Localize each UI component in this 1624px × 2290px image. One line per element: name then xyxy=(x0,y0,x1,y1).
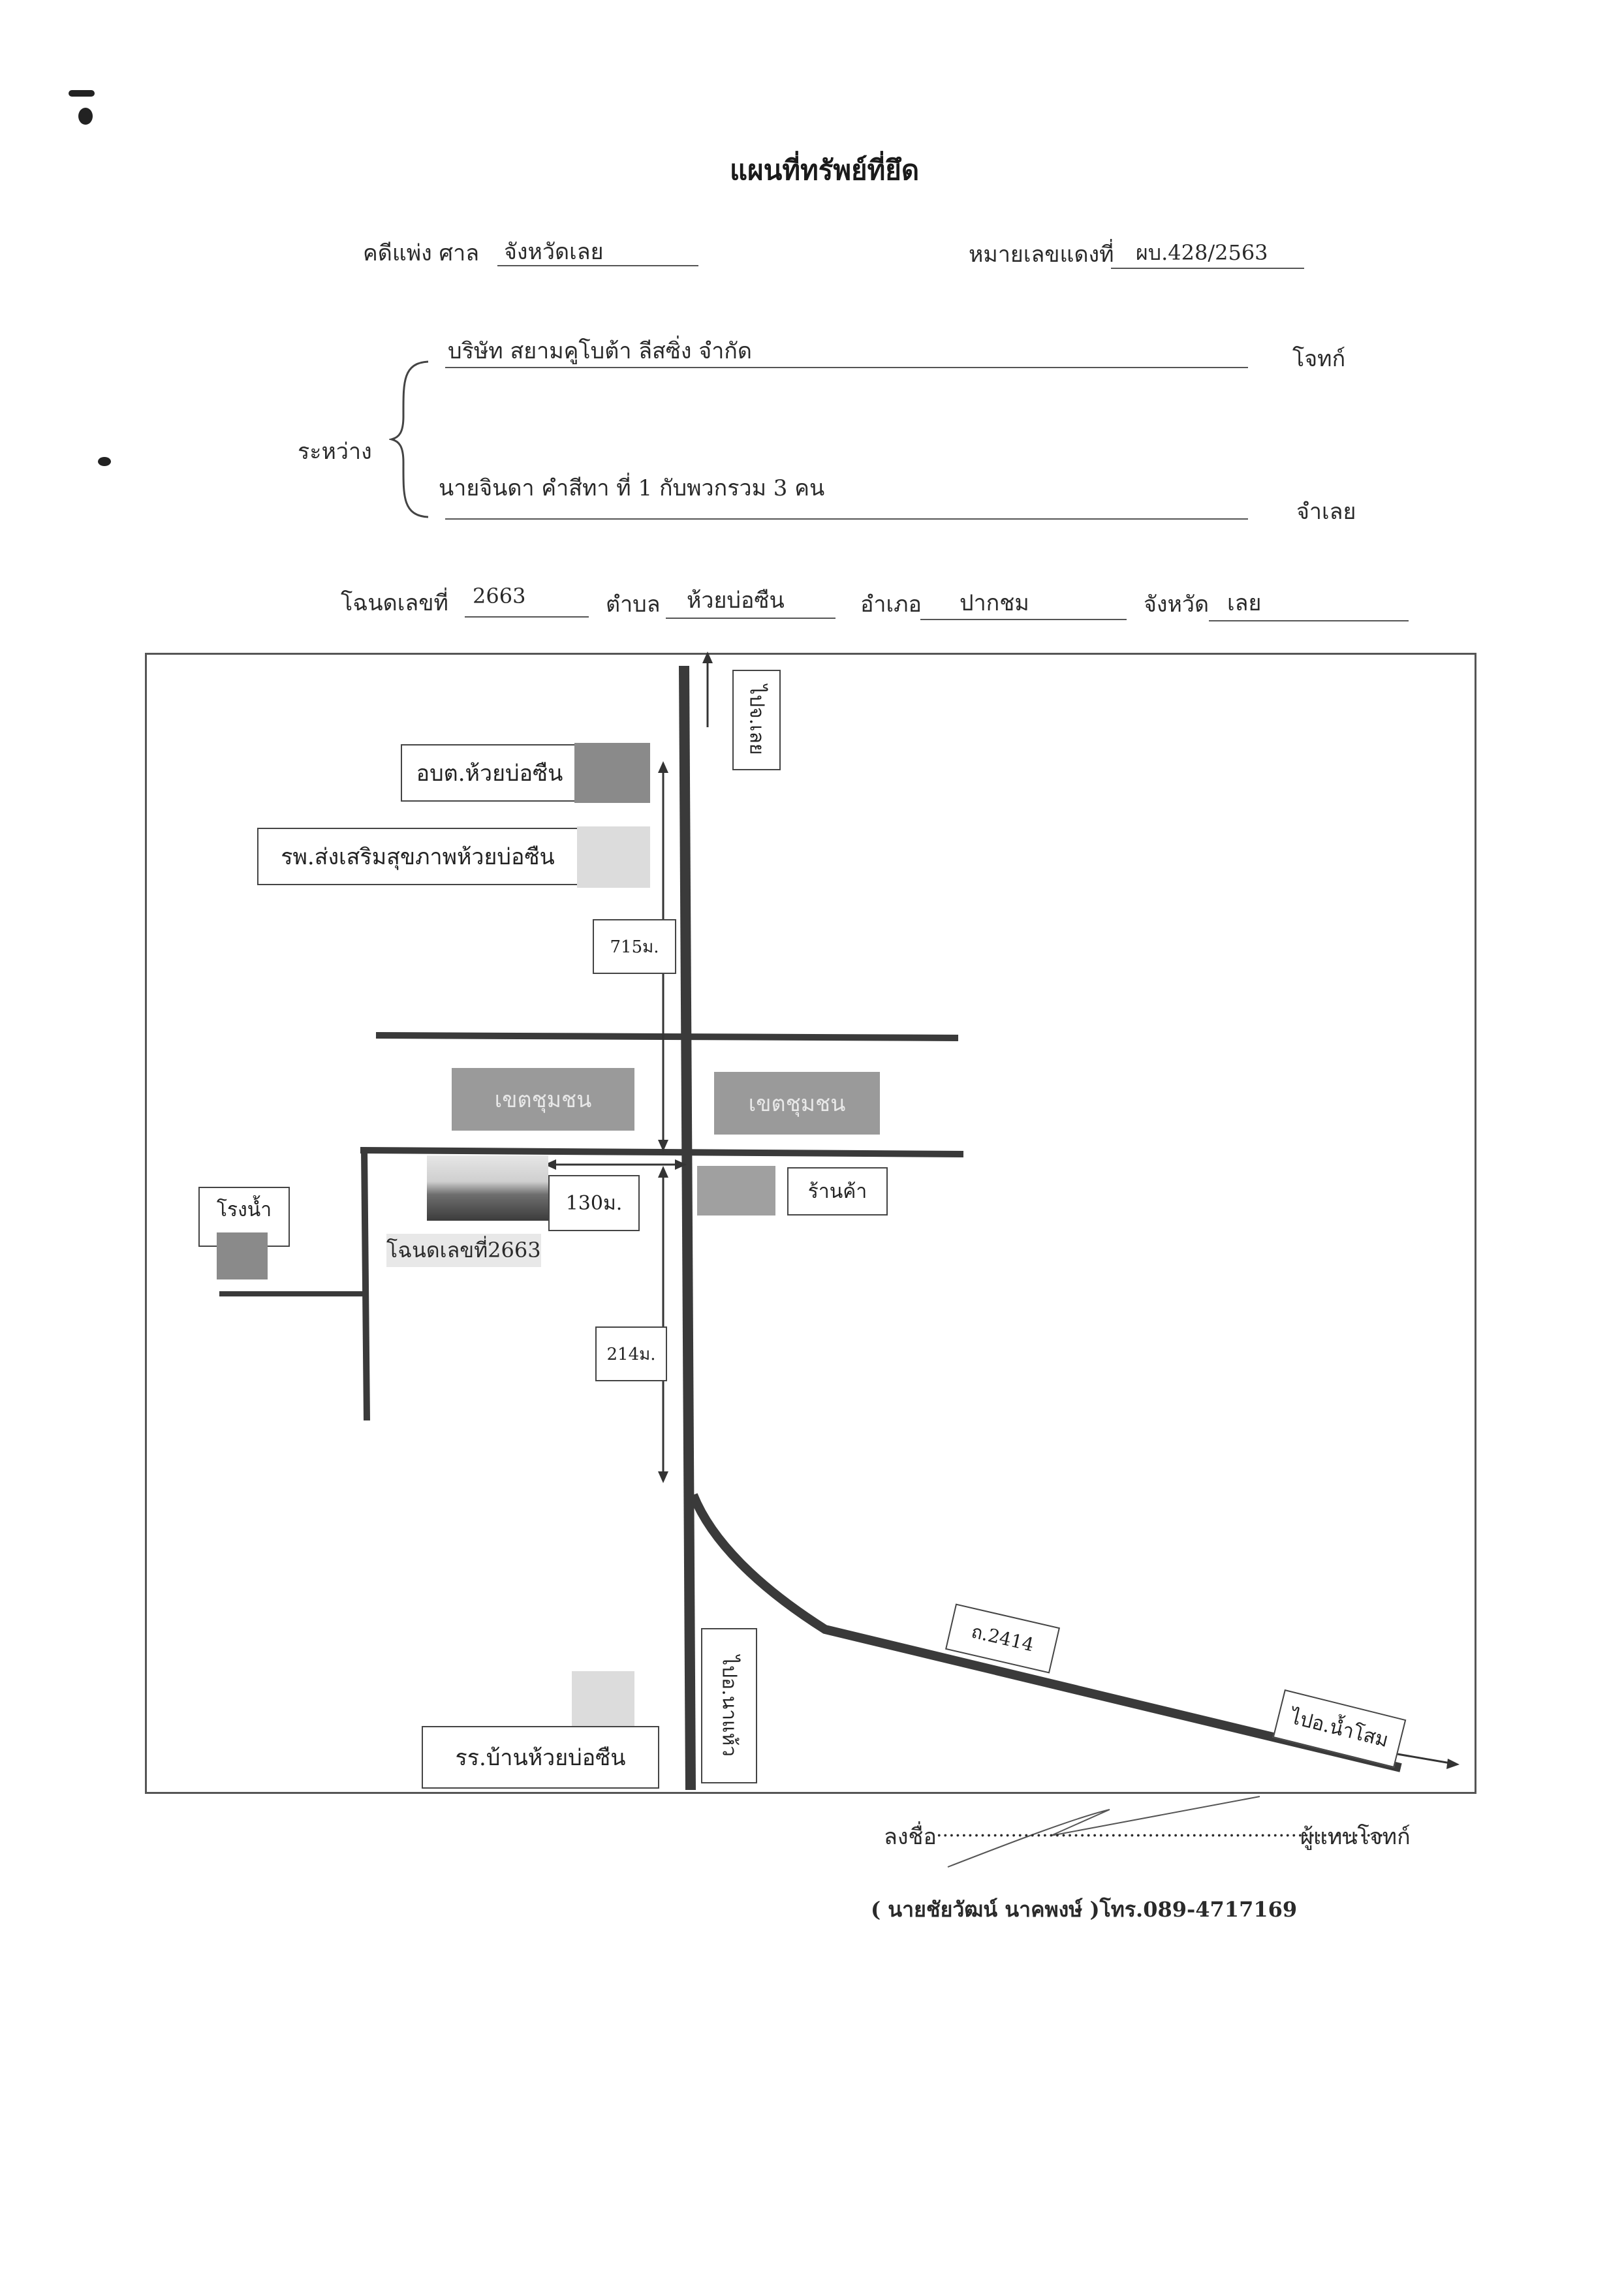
arrow-head-up-icon xyxy=(702,651,713,663)
map-frame xyxy=(145,653,1476,1794)
main-road xyxy=(679,665,696,1791)
subdistrict-label: ตำบล xyxy=(606,591,661,618)
arrow-head-down-icon xyxy=(658,1140,668,1152)
left-vertical-road xyxy=(361,1148,370,1421)
signature-scribble xyxy=(947,1796,1260,1868)
label-to-na-haeo: ไปอ.นาแห้ว xyxy=(701,1628,757,1783)
community-zone-left: เขตชุมชน xyxy=(452,1068,634,1131)
upper-cross-road xyxy=(375,1032,959,1041)
label-sao-office: อบต.ห้วยบ่อซืน xyxy=(401,744,578,802)
sao-office-block xyxy=(574,743,650,803)
label-dist-214: 214ม. xyxy=(595,1326,667,1381)
defendant-underline xyxy=(445,518,1248,520)
rice-mill-block xyxy=(217,1232,268,1279)
scan-mark xyxy=(69,90,95,97)
deed-parcel-photo xyxy=(427,1155,548,1221)
court-underline xyxy=(497,265,698,266)
label-dist-715: 715ม. xyxy=(593,919,676,974)
plaintiff-name: บริษัท สยามคูโบต้า ลีสซิ่ง จำกัด xyxy=(448,338,752,364)
district-label: อำเภอ xyxy=(860,591,922,618)
district: ปากชม xyxy=(960,590,1029,616)
community-zone-right: เขตชุมชน xyxy=(714,1072,880,1135)
subdistrict-underline xyxy=(666,618,835,619)
plaintiff-underline xyxy=(445,367,1248,368)
label-shop: ร้านค้า xyxy=(787,1167,888,1216)
red-number-label: หมายเลขแดงที่ xyxy=(969,242,1114,268)
court-name: จังหวัดเลย xyxy=(504,239,604,265)
district-underline xyxy=(920,619,1127,620)
scan-mark xyxy=(78,108,93,125)
red-number: ผบ.428/2563 xyxy=(1136,240,1268,265)
hospital-block xyxy=(577,826,650,888)
arrow-head-right-icon xyxy=(675,1159,687,1170)
province-underline xyxy=(1209,620,1409,621)
label-health-hospital: รพ.ส่งเสริมสุขภาพห้วยบ่อซืน xyxy=(257,828,578,885)
road-2414 xyxy=(689,1493,1402,1772)
label-dist-130: 130ม. xyxy=(548,1175,640,1231)
defendant-name: นายจินดา คำสีทา ที่ 1 กับพวกรวม 3 คน xyxy=(439,475,825,501)
signer-name-phone: ( นายชัยวัฒน์ นาคพงษ์ )โทร.089-4717169 xyxy=(871,1897,1298,1922)
plaintiff-role: โจทก์ xyxy=(1292,346,1346,372)
deed-number-label: โฉนดเลขที่ xyxy=(341,590,448,616)
red-number-underline xyxy=(1111,268,1304,269)
between-label: ระหว่าง xyxy=(298,439,372,465)
defendant-role: จำเลย xyxy=(1296,499,1356,525)
scan-mark xyxy=(98,457,111,466)
arrow-head-down-icon xyxy=(658,1471,668,1483)
arrow-head-right-icon xyxy=(1446,1759,1460,1769)
case-prefix: คดีแพ่ง ศาล xyxy=(363,240,480,266)
province: เลย xyxy=(1227,590,1262,616)
document-title: แผนที่ทรัพย์ที่ยึด xyxy=(730,154,920,186)
arrow-head-up-icon xyxy=(658,761,668,773)
arrow-head-up-icon xyxy=(658,1166,668,1178)
deed-number: 2663 xyxy=(473,584,526,608)
lower-cross-road xyxy=(360,1147,964,1157)
brace-icon xyxy=(389,360,429,518)
sign-label: ลงชื่อ xyxy=(884,1824,937,1850)
label-to-loei: ไปจ.เลย xyxy=(732,670,781,770)
arrow-head-left-icon xyxy=(544,1159,556,1170)
deed-number-underline xyxy=(465,616,589,618)
sign-role: ผู้แทนโจทก์ xyxy=(1300,1824,1411,1850)
school-block xyxy=(572,1671,634,1731)
label-school: รร.บ้านห้วยบ่อซืน xyxy=(422,1726,659,1789)
sign-dots: ........................................… xyxy=(936,1819,1384,1842)
deed-caption: โฉนดเลขที่2663 xyxy=(386,1234,541,1267)
shop-block xyxy=(697,1166,775,1216)
province-label: จังหวัด xyxy=(1144,591,1210,618)
subdistrict: ห้วยบ่อซืน xyxy=(687,588,785,614)
